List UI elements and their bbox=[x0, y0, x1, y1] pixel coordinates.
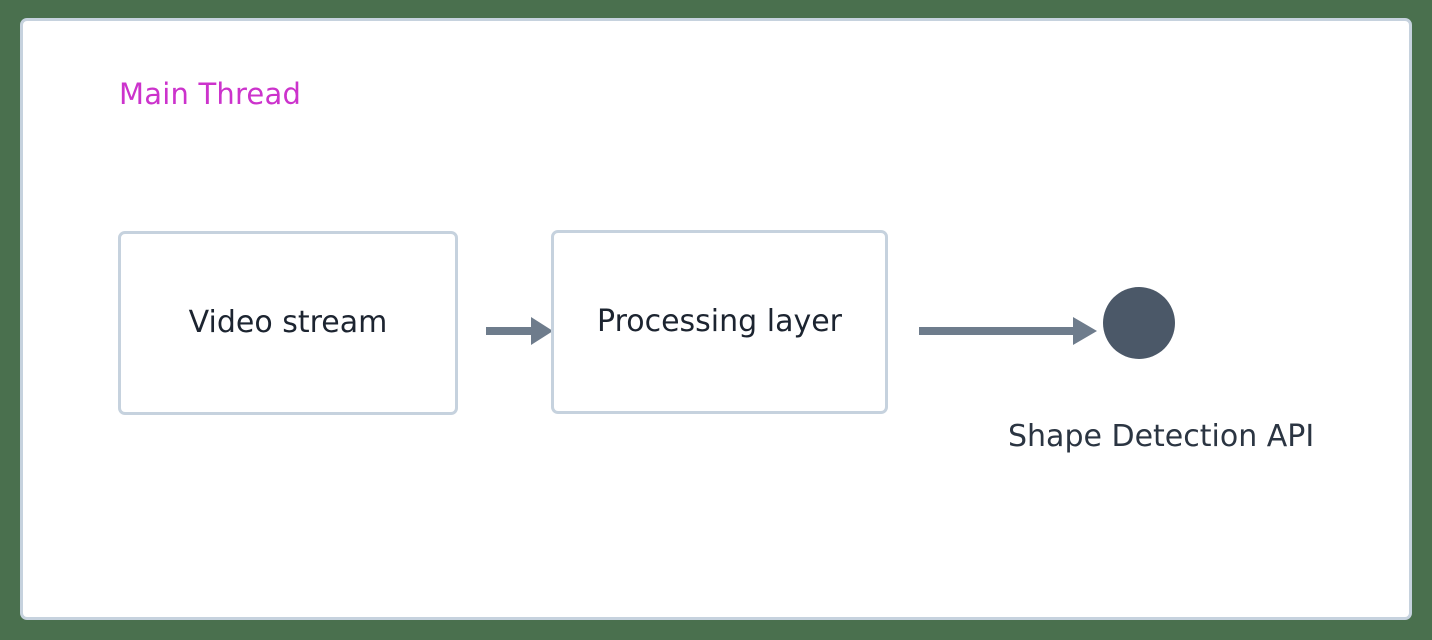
node-video-stream[interactable]: Video stream bbox=[118, 231, 458, 415]
edge-video-to-processing-arrow-icon bbox=[486, 317, 553, 345]
node-shape-detection-api-label: Shape Detection API bbox=[1008, 419, 1315, 454]
cluster-title-main-thread: Main Thread bbox=[119, 77, 302, 111]
node-video-stream-label: Video stream bbox=[188, 305, 388, 340]
diagram-card: Main Thread Video stream Processing laye… bbox=[20, 18, 1412, 620]
node-processing-layer[interactable]: Processing layer bbox=[551, 230, 888, 414]
node-shape-detection-api-circle[interactable] bbox=[1103, 287, 1175, 359]
node-processing-layer-label: Processing layer bbox=[597, 304, 842, 339]
edge-processing-to-api-arrow-icon bbox=[919, 317, 1097, 345]
